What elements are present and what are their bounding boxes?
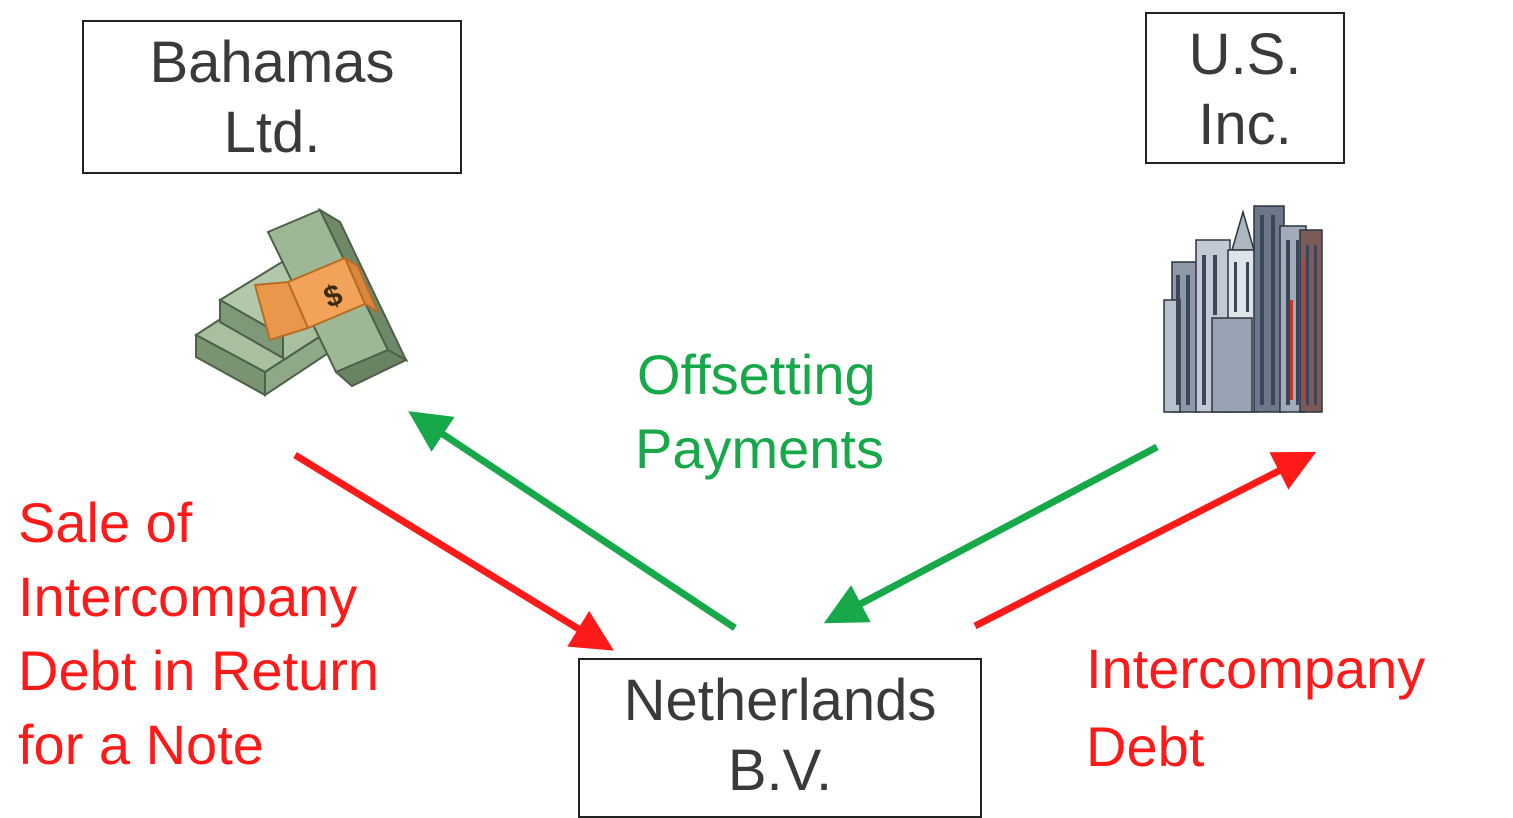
us-inc-box: U.S. Inc. xyxy=(1145,12,1345,164)
offsetting-payments-label: Offsetting Payments xyxy=(635,338,884,486)
intercompany-debt-line1: Intercompany xyxy=(1086,637,1426,700)
bahamas-ltd-box: Bahamas Ltd. xyxy=(82,20,462,174)
us-name-line1: U.S. xyxy=(1188,22,1302,87)
offsetting-arrow-left-green xyxy=(408,411,737,631)
netherlands-name-line1: Netherlands xyxy=(623,668,937,733)
intercompany-debt-label: Intercompany Debt xyxy=(1086,630,1425,786)
bahamas-name-line1: Bahamas xyxy=(149,30,395,95)
sale-line2: Intercompany xyxy=(18,565,358,628)
netherlands-name-line2: B.V. xyxy=(727,738,833,803)
offsetting-line2: Payments xyxy=(635,417,884,480)
bahamas-name-line2: Ltd. xyxy=(223,100,321,165)
sale-line1: Sale of xyxy=(18,491,193,554)
sale-of-intercompany-debt-label: Sale of Intercompany Debt in Return for … xyxy=(18,486,379,782)
offsetting-arrow-right-green xyxy=(823,443,1159,624)
offsetting-line1: Offsetting xyxy=(637,343,876,406)
intercompany-debt-arrow-red xyxy=(973,451,1317,630)
sale-arrow-red xyxy=(293,452,614,651)
intercompany-debt-line2: Debt xyxy=(1086,715,1205,778)
us-name-line2: Inc. xyxy=(1198,92,1292,157)
sale-line3: Debt in Return xyxy=(18,639,380,702)
sale-line4: for a Note xyxy=(18,713,264,776)
